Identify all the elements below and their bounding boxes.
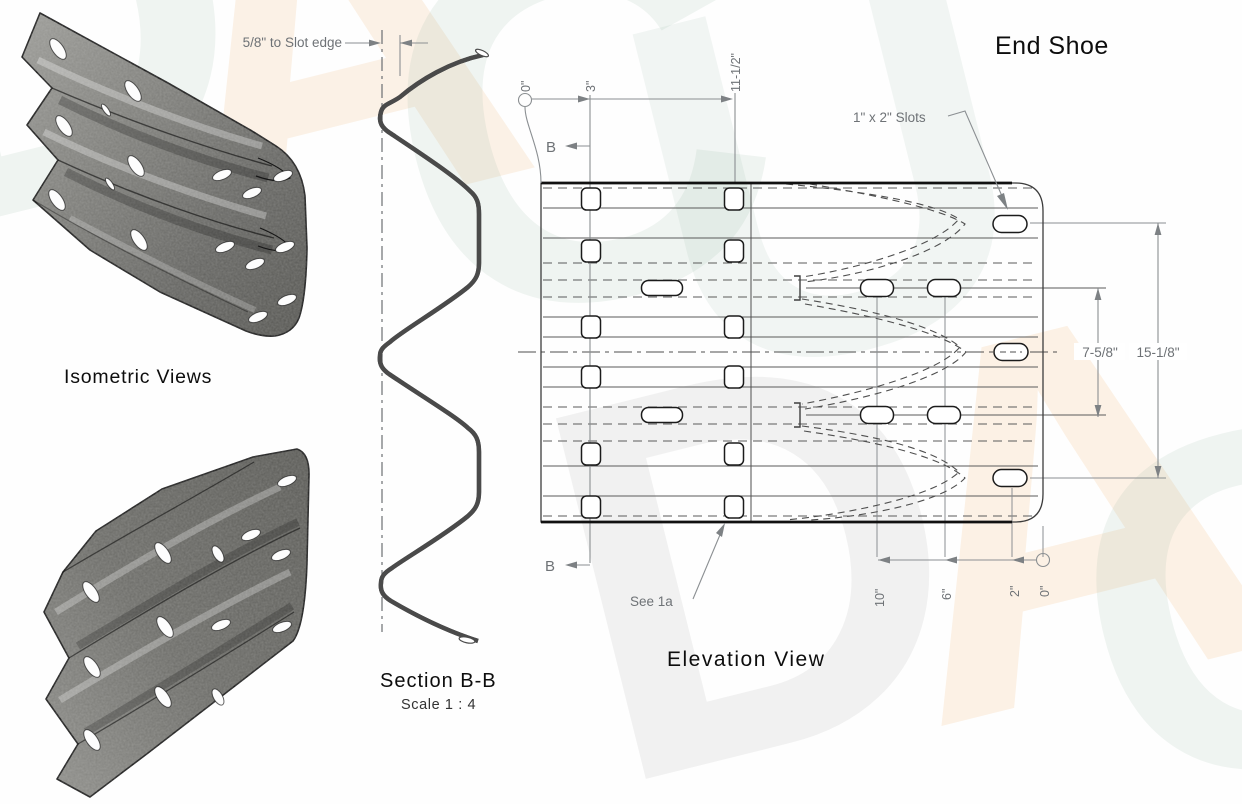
arrowhead — [1012, 556, 1024, 564]
title-elevation-view: Elevation View — [667, 648, 826, 671]
dim-text-mask — [1074, 343, 1125, 360]
dim-right-7-5-8: 7-5/8" — [1082, 345, 1118, 360]
see-note-label: See 1a — [630, 594, 673, 609]
taper-hidden-lines — [785, 183, 967, 521]
taper-vertex — [794, 402, 801, 428]
arrowhead — [369, 39, 381, 47]
dim-text-mask — [1129, 343, 1187, 360]
datum-circle — [1035, 552, 1051, 568]
fold-lines-hidden — [543, 187, 1038, 517]
arrowhead — [1154, 223, 1162, 235]
dim-bottom-6: 6" — [940, 589, 954, 600]
plate-outline — [540, 182, 1044, 523]
slot-edge-dimension — [345, 35, 428, 76]
arrowhead — [945, 556, 957, 564]
isometric-view-top — [21, 12, 308, 337]
section-marker-bottom: B — [545, 558, 555, 575]
bolt-slots — [82, 474, 297, 751]
dim-top-3: 3" — [584, 81, 598, 92]
wbeam-profile — [380, 48, 490, 644]
arrowhead — [997, 193, 1008, 210]
arrowhead — [1094, 288, 1102, 300]
dim-right-15-1-8: 15-1/8" — [1136, 345, 1179, 360]
title-end-shoe: End Shoe — [995, 32, 1109, 60]
dim-top-0: 0" — [519, 81, 533, 92]
dim-top-11half: 11-1/2" — [729, 53, 743, 92]
arrowhead — [1094, 405, 1102, 417]
slots-note-label: 1" x 2" Slots — [853, 110, 926, 125]
dim-bottom-10: 10" — [873, 589, 887, 607]
arrowhead — [578, 95, 590, 103]
arrowhead — [716, 523, 725, 537]
fold-lines-solid — [543, 207, 1038, 497]
bolt-slots — [48, 38, 297, 324]
arrowhead — [565, 142, 577, 150]
section-marker-top: B — [546, 139, 556, 156]
arrowhead — [565, 561, 577, 569]
dim-bottom-2: 2" — [1008, 586, 1022, 597]
section-bb-view: 5/8" to Slot edge — [243, 30, 490, 644]
slot-edge-label: 5/8" to Slot edge — [243, 35, 342, 50]
arrowhead — [400, 39, 412, 47]
title-section-bb: Section B-B — [380, 670, 497, 692]
label-section-scale: Scale 1 : 4 — [401, 697, 477, 713]
arrowhead — [1154, 466, 1162, 478]
plate-slots — [580, 187, 1029, 519]
leader-line — [947, 110, 1006, 204]
leader-line — [692, 529, 723, 600]
datum-jog — [524, 106, 542, 184]
arrowhead — [721, 95, 733, 103]
taper-vertex — [794, 275, 801, 301]
title-isometric-views: Isometric Views — [64, 366, 213, 388]
datum-circle — [517, 92, 533, 108]
ridge-lines — [54, 461, 301, 745]
dimensions: 0" 3" 11-1/2" B B 7-5/8" 15-1/8" — [517, 53, 1187, 609]
elevation-view — [518, 93, 1166, 563]
isometric-view-bottom — [43, 448, 310, 798]
ridge-lines — [32, 56, 292, 313]
arrowhead — [878, 556, 890, 564]
dim-bottom-0: 0" — [1038, 586, 1052, 597]
